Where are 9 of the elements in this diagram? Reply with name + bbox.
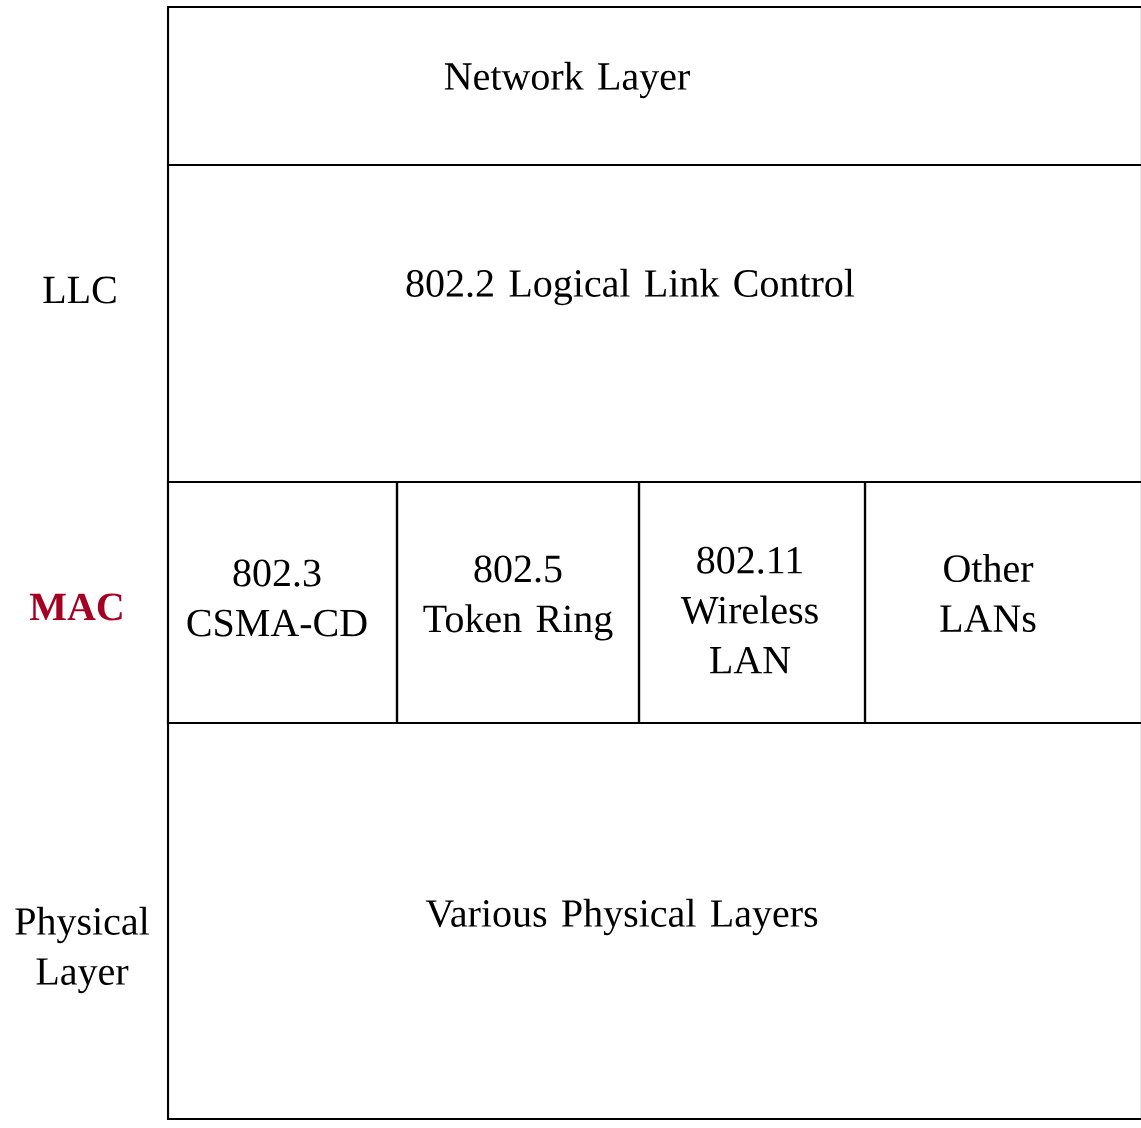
layer-box: Other LANs bbox=[863, 480, 1141, 725]
layer-box: 802.2 Logical Link Control bbox=[166, 163, 1141, 484]
layer-box: 802.11 Wireless LAN bbox=[637, 480, 867, 725]
layer-box: 802.5 Token Ring bbox=[395, 480, 641, 725]
layer-label: MAC bbox=[29, 593, 122, 621]
layer-label: LLC bbox=[43, 276, 116, 304]
layer-box: Various Physical Layers bbox=[166, 721, 1141, 1121]
layer-box: Network Layer bbox=[166, 5, 1141, 167]
layer-box: 802.3 CSMA-CD bbox=[166, 480, 399, 725]
